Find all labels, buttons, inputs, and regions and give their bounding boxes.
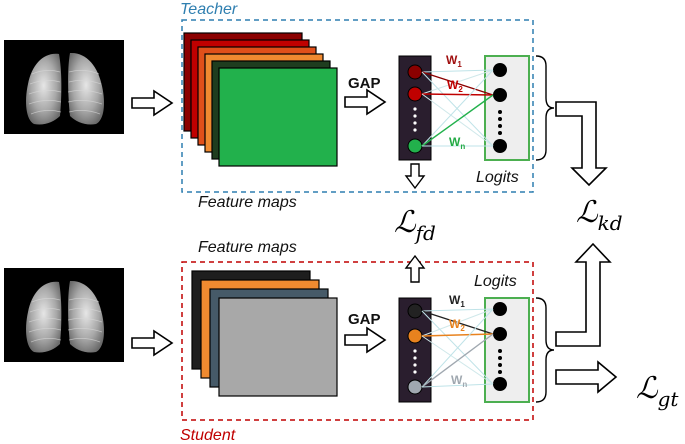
loss-gt: ℒgt — [636, 371, 679, 411]
student-logit-ellipsis-dot — [498, 370, 502, 374]
teacher-fc-links — [421, 69, 494, 147]
teacher-gap-label: GAP — [348, 75, 381, 92]
teacher-fc-link — [421, 93, 494, 96]
teacher-chest-xray-image — [3, 39, 125, 135]
teacher-feature-maps-label: Feature maps — [198, 194, 297, 211]
student-logits-vector — [484, 297, 530, 403]
teacher-label: Teacher — [180, 1, 238, 18]
teacher-ellipsis-dot — [413, 128, 417, 132]
student-pooled-node — [407, 379, 423, 395]
teacher-ellipsis-dot — [413, 121, 417, 125]
teacher-weight-n-label: Wn — [449, 135, 465, 151]
teacher-ellipsis-dot — [413, 107, 417, 111]
student-weight-2-label: W2 — [449, 317, 465, 333]
student-logit-ellipsis-dot — [498, 363, 502, 367]
student-ellipsis-dot — [413, 349, 417, 353]
student-weight-n-label: Wn — [451, 373, 467, 389]
student-brace-icon — [535, 297, 555, 403]
teacher-input-arrow-icon — [131, 90, 173, 116]
teacher-brace-icon — [535, 55, 555, 161]
teacher-box — [181, 19, 534, 193]
student-fc-link — [421, 333, 494, 388]
student-input-arrow-icon — [131, 330, 173, 356]
student-feature-map — [218, 297, 338, 397]
teacher-weight-1-label: W1 — [446, 53, 462, 69]
student-pooled-node — [407, 328, 423, 344]
teacher-fc-link — [421, 69, 494, 73]
student-feature-maps — [191, 270, 338, 397]
teacher-pooled-node — [407, 86, 423, 102]
fd-up-arrow-icon — [404, 254, 426, 283]
loss-kd-symbol: ℒ — [576, 195, 599, 230]
loss-fd-symbol: ℒ — [394, 205, 417, 240]
loss-kd: ℒkd — [576, 195, 623, 235]
teacher-logit-ellipsis-dot — [498, 124, 502, 128]
teacher-weight-2-label: W2 — [447, 78, 463, 94]
student-logit-node — [493, 302, 507, 316]
student-gap-label: GAP — [348, 311, 381, 328]
student-fc-link — [421, 308, 494, 388]
teacher-feature-maps — [183, 32, 338, 167]
student-fc-link — [421, 333, 494, 337]
teacher-feature-map — [218, 67, 338, 167]
loss-fd-subscript: fd — [414, 221, 436, 245]
teacher-logit-ellipsis-dot — [498, 110, 502, 114]
loss-kd-subscript: kd — [598, 211, 623, 235]
student-box — [181, 261, 534, 421]
student-ellipsis-dot — [413, 363, 417, 367]
teacher-logit-ellipsis-dot — [498, 131, 502, 135]
student-logit-ellipsis-dot — [498, 356, 502, 360]
teacher-gap-arrow-icon — [344, 89, 386, 115]
student-ellipsis-dot — [413, 356, 417, 360]
teacher-fc-link — [421, 71, 494, 147]
student-feature-maps-label: Feature maps — [198, 239, 297, 256]
student-to-kd-arrow-icon — [555, 242, 612, 347]
student-chest-xray-image — [3, 267, 125, 363]
loss-gt-subscript: gt — [658, 387, 680, 411]
teacher-pooled-node — [407, 64, 423, 80]
teacher-logit-node — [493, 63, 507, 77]
teacher-fc-link — [421, 69, 494, 95]
teacher-fc-link — [421, 69, 494, 147]
loss-gt-symbol: ℒ — [636, 371, 659, 406]
teacher-fc-link — [421, 94, 494, 147]
teacher-fc-link — [421, 71, 494, 96]
student-logit-node — [493, 377, 507, 391]
teacher-ellipsis-dot — [413, 114, 417, 118]
student-pooled-node — [407, 303, 423, 319]
student-fc-links — [421, 308, 494, 388]
student-fc-link — [421, 308, 494, 337]
student-weight-1-label: W1 — [449, 293, 465, 309]
student-label: Student — [180, 427, 236, 444]
teacher-logit-node — [493, 139, 507, 153]
student-gap-arrow-icon — [344, 327, 386, 353]
teacher-logit-ellipsis-dot — [498, 117, 502, 121]
student-logit-node — [493, 327, 507, 341]
teacher-pooled-node — [407, 138, 423, 154]
teacher-logits-vector — [484, 55, 530, 161]
student-logit-ellipsis-dot — [498, 349, 502, 353]
loss-fd: ℒfd — [394, 205, 436, 245]
teacher-to-kd-arrow-icon — [555, 101, 608, 187]
student-ellipsis-dot — [413, 370, 417, 374]
fd-down-arrow-icon — [404, 163, 426, 190]
teacher-logit-node — [493, 88, 507, 102]
student-to-gt-arrow-icon — [555, 360, 618, 394]
teacher-logits-label: Logits — [476, 169, 519, 186]
student-logits-label: Logits — [474, 273, 517, 290]
student-fc-link — [421, 308, 494, 312]
student-fc-link — [421, 383, 494, 388]
